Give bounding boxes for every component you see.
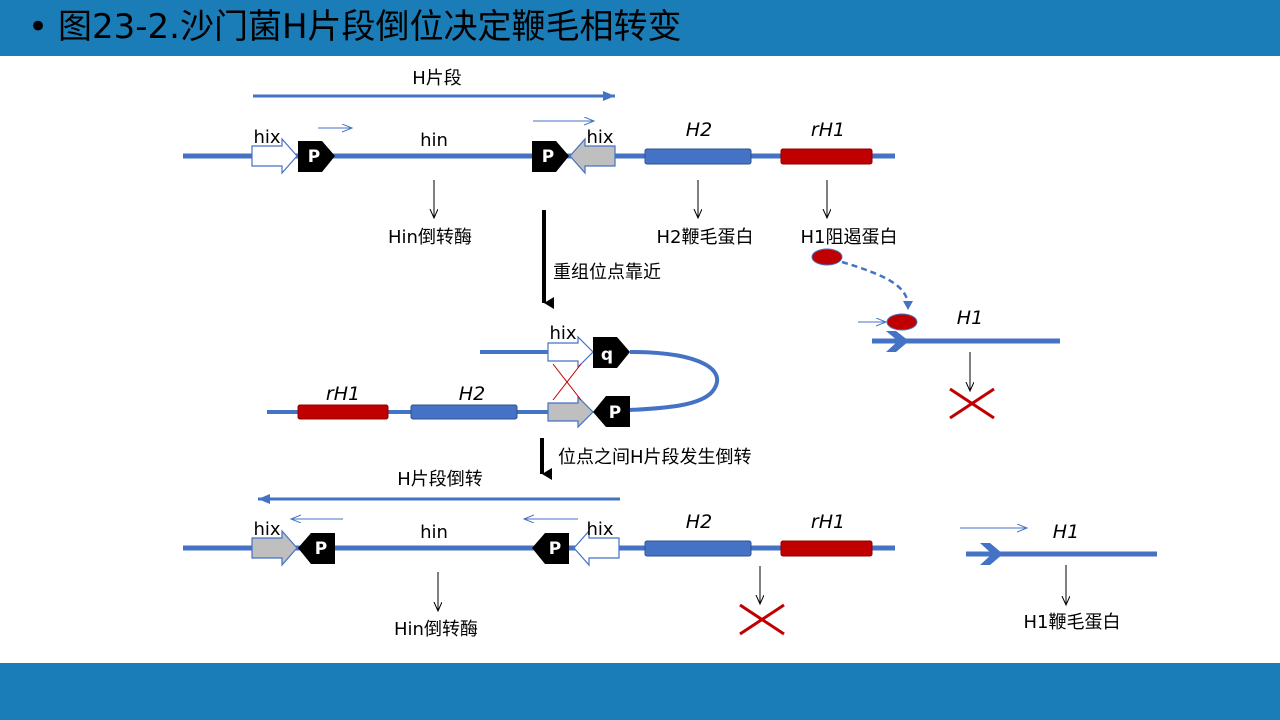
hix-site-right [569,137,616,175]
h-segment-label: H片段 [412,68,462,89]
h1-repressor-label: H1阻遏蛋白 [801,227,898,248]
promoter-right [532,141,569,172]
repressor-binding-arrowhead [903,301,913,310]
hix-site-left-bottom [251,529,298,567]
loop-hix-upper [547,335,594,369]
title-bullet: • [28,7,49,47]
recombination-loop: hix q P rH1 H2 [267,323,720,429]
hix-label-left-bottom: hix [253,519,280,540]
rh1-gene-label: rH1 [811,119,845,141]
hin-gene-label-bottom: hin [420,522,448,543]
loop-promoter-q [593,337,630,368]
promoter-label-right-bottom: P [549,539,561,559]
bottom-construct: H片段倒转 hix P hin P hix H2 rH1 Hin倒转酶 H1 H… [183,469,1157,640]
hix-site-left [251,137,298,175]
hin-recombinase-label-bottom: Hin倒转酶 [394,619,478,640]
loop-dna-curve [629,350,720,412]
hix-label-left: hix [253,127,280,148]
repressor-protein [811,248,843,266]
rh1-gene-label-bottom: rH1 [811,511,845,533]
h2-gene-label: H2 [686,119,712,141]
h2-gene [644,148,752,165]
h1-flagellin-label: H1鞭毛蛋白 [1024,612,1121,633]
h1-gene-label-bottom: H1 [1053,521,1079,543]
top-construct: H片段 hix P hin P hix H2 rH1 Hin倒转酶 H2鞭毛蛋白… [183,68,898,248]
repressor-binding-arrow [841,260,910,304]
promoter-right-bottom [532,533,569,564]
step2-label: 位点之间H片段发生倒转 [558,447,752,468]
h2-flagellin-label: H2鞭毛蛋白 [657,227,754,248]
promoter-label-right: P [542,147,554,167]
loop-h2-gene [410,404,518,420]
promoter-left-bottom [298,533,335,564]
bound-repressor [886,313,918,331]
h1-blocked-cross-b [949,387,995,420]
hin-gene-label: hin [420,130,448,151]
h2-gene-label-bottom: H2 [686,511,712,533]
hix-site-right-bottom [573,529,620,567]
rh1-gene [780,148,873,165]
crossover-line-b [552,363,582,401]
loop-rh1-label: rH1 [326,383,360,405]
loop-hix-label: hix [549,323,576,344]
hix-label-right: hix [586,127,613,148]
loop-h2-label: H2 [459,383,485,405]
h2-blocked-cross-b [739,603,785,636]
promoter-label-left: P [308,147,320,167]
title-text: 图23-2.沙门菌H片段倒位决定鞭毛相转变 [58,7,682,47]
h1-promoter-chevron [886,331,909,352]
inverted-segment-label: H片段倒转 [397,469,483,490]
h1-promoter-chevron-bottom [980,543,1003,565]
hix-label-right-bottom: hix [586,519,613,540]
hin-recombinase-label: Hin倒转酶 [388,227,472,248]
rh1-gene-bottom [780,540,873,557]
loop-p-label: P [609,403,621,423]
footer-band [0,663,1280,720]
repressed-h1: H1 [811,248,1060,420]
loop-hix-lower [547,395,594,429]
loop-promoter-p [593,396,630,427]
promoter-label-left-bottom: P [315,539,327,559]
h2-gene-bottom [644,540,752,557]
loop-q-label: q [601,345,613,365]
promoter-left [298,141,335,172]
header-band [0,0,1280,56]
slide-title: • 图23-2.沙门菌H片段倒位决定鞭毛相转变 [28,6,748,48]
h1-gene-label: H1 [957,307,983,329]
loop-rh1-gene [297,404,389,420]
step1-label: 重组位点靠近 [553,262,661,283]
